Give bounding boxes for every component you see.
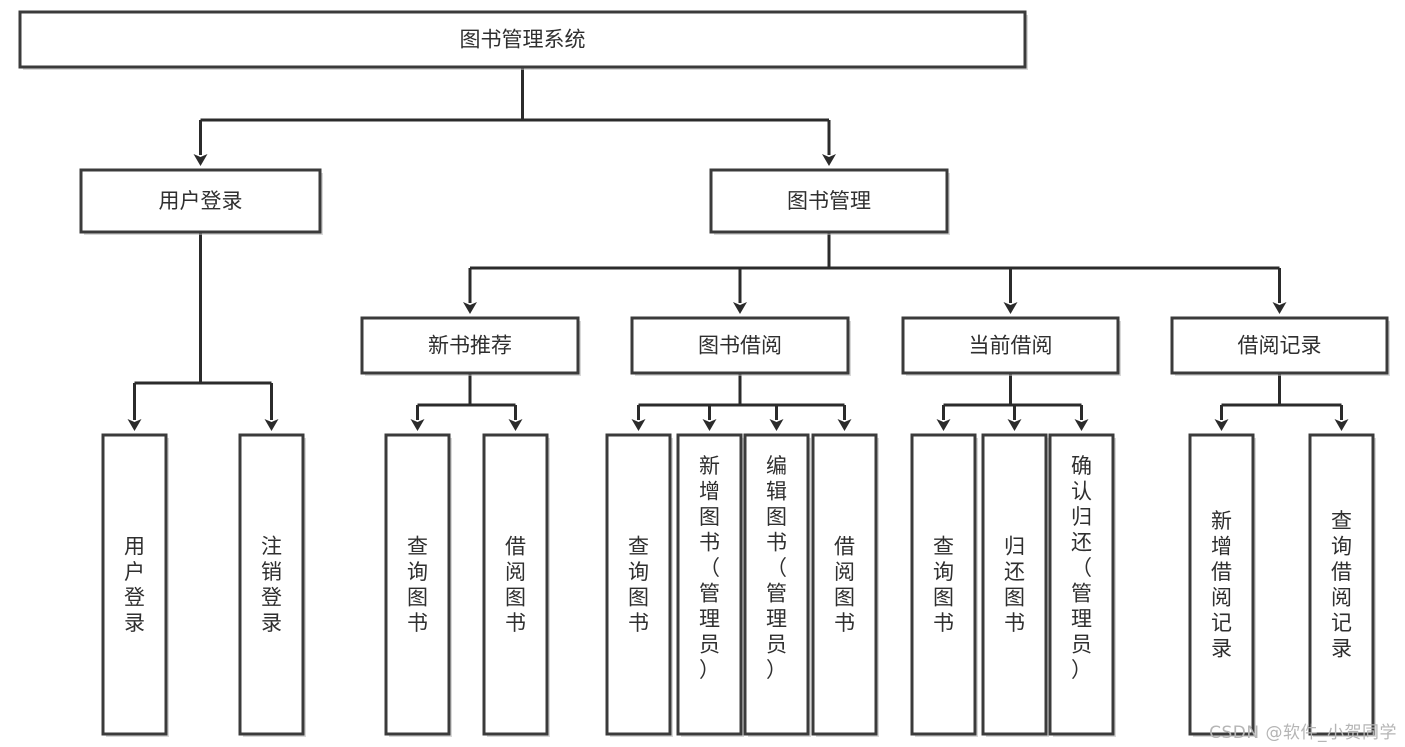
node-layer: 图书管理系统用户登录图书管理新书推荐图书借阅当前借阅借阅记录用户登录注销登录查询… [18, 10, 1390, 737]
node-label: 借阅图书 [505, 534, 526, 635]
node-box[interactable] [811, 433, 878, 736]
node-box[interactable] [630, 316, 850, 375]
node-label: 图书借阅 [698, 334, 782, 358]
node-label: 借阅记录 [1238, 334, 1322, 358]
node-leaf-current-return-book[interactable]: 归还图书 [981, 433, 1049, 737]
node-book-borrow[interactable]: 图书借阅 [630, 316, 851, 376]
node-root[interactable]: 图书管理系统 [18, 10, 1028, 70]
node-box[interactable] [901, 316, 1120, 375]
node-label: 图书管理系统 [460, 28, 586, 52]
node-box[interactable] [676, 433, 743, 736]
node-box[interactable] [384, 433, 451, 736]
node-label: 当前借阅 [969, 334, 1053, 358]
node-label: 查询图书 [407, 534, 428, 635]
node-box[interactable] [1170, 316, 1389, 375]
node-label: 查询图书 [628, 534, 649, 635]
node-label: 注销登录 [261, 534, 282, 635]
node-label: 查询借阅记录 [1331, 509, 1352, 661]
node-book-manage[interactable]: 图书管理 [709, 168, 950, 235]
node-box[interactable] [18, 10, 1027, 69]
node-label: 图书管理 [787, 189, 871, 213]
node-leaf-borrow-edit-book[interactable]: 编辑图书（管理员） [743, 433, 811, 737]
node-new-book-rec[interactable]: 新书推荐 [360, 316, 581, 376]
node-box[interactable] [910, 433, 977, 736]
node-leaf-record-add[interactable]: 新增借阅记录 [1188, 433, 1256, 737]
node-box[interactable] [482, 433, 549, 736]
node-label: 新增借阅记录 [1211, 509, 1232, 661]
node-leaf-current-confirm-return[interactable]: 确认归还（管理员） [1048, 433, 1116, 737]
node-label: 编辑图书（管理员） [766, 454, 787, 682]
node-leaf-user-login[interactable]: 用户登录 [101, 433, 169, 737]
node-box[interactable] [1048, 433, 1115, 736]
node-label: 用户登录 [124, 534, 145, 635]
node-box[interactable] [709, 168, 949, 234]
node-leaf-borrow-query-book[interactable]: 查询图书 [605, 433, 673, 737]
node-borrow-record[interactable]: 借阅记录 [1170, 316, 1390, 376]
node-label: 查询图书 [933, 534, 954, 635]
node-box[interactable] [743, 433, 810, 736]
connector-layer [127, 67, 1349, 431]
node-leaf-rec-query-book[interactable]: 查询图书 [384, 433, 452, 737]
node-leaf-borrow-lend-book[interactable]: 借阅图书 [811, 433, 879, 737]
node-box[interactable] [101, 433, 168, 736]
node-leaf-user-logout[interactable]: 注销登录 [238, 433, 306, 737]
watermark-text: CSDN @软件_小贺同学 [1209, 723, 1397, 743]
node-box[interactable] [981, 433, 1048, 736]
node-box[interactable] [238, 433, 305, 736]
node-box[interactable] [1188, 433, 1255, 736]
node-label: 新书推荐 [428, 334, 512, 358]
node-leaf-borrow-add-book[interactable]: 新增图书（管理员） [676, 433, 744, 737]
node-label: 新增图书（管理员） [699, 454, 720, 682]
node-box[interactable] [605, 433, 672, 736]
node-label: 确认归还（管理员） [1071, 454, 1092, 682]
node-box[interactable] [360, 316, 580, 375]
node-box[interactable] [1308, 433, 1375, 736]
node-leaf-record-query[interactable]: 查询借阅记录 [1308, 433, 1376, 737]
node-label: 归还图书 [1004, 534, 1025, 635]
node-box[interactable] [79, 168, 322, 234]
node-user-login[interactable]: 用户登录 [79, 168, 323, 235]
node-current-borrow[interactable]: 当前借阅 [901, 316, 1121, 376]
node-leaf-rec-borrow-book[interactable]: 借阅图书 [482, 433, 550, 737]
node-label: 用户登录 [159, 189, 243, 213]
node-label: 借阅图书 [834, 534, 855, 635]
node-leaf-current-query-book[interactable]: 查询图书 [910, 433, 978, 737]
